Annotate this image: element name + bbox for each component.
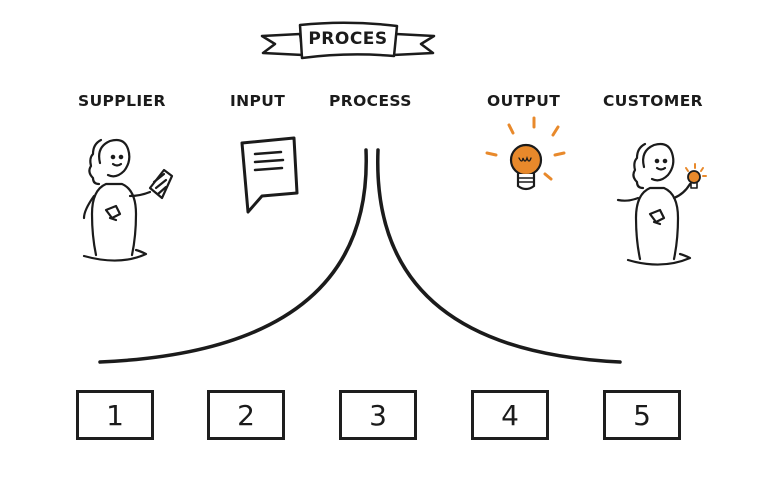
supplier-figure-icon [82,138,174,262]
step-box-2: 2 [207,390,285,440]
step-box-4: 4 [471,390,549,440]
label-process: PROCESS [329,92,412,110]
banner-ribbon [260,21,436,60]
banner-title: PROCES [308,29,388,49]
lightbulb-icon [485,116,566,191]
process-curve [98,148,622,364]
label-customer: CUSTOMER [603,92,704,110]
step-box-5: 5 [603,390,681,440]
label-output: OUTPUT [487,92,561,110]
label-input: INPUT [230,92,286,110]
label-supplier: SUPPLIER [78,92,166,110]
customer-figure-icon [616,142,707,266]
step-box-1: 1 [76,390,154,440]
step-box-3: 3 [339,390,417,440]
document-icon [240,136,299,214]
